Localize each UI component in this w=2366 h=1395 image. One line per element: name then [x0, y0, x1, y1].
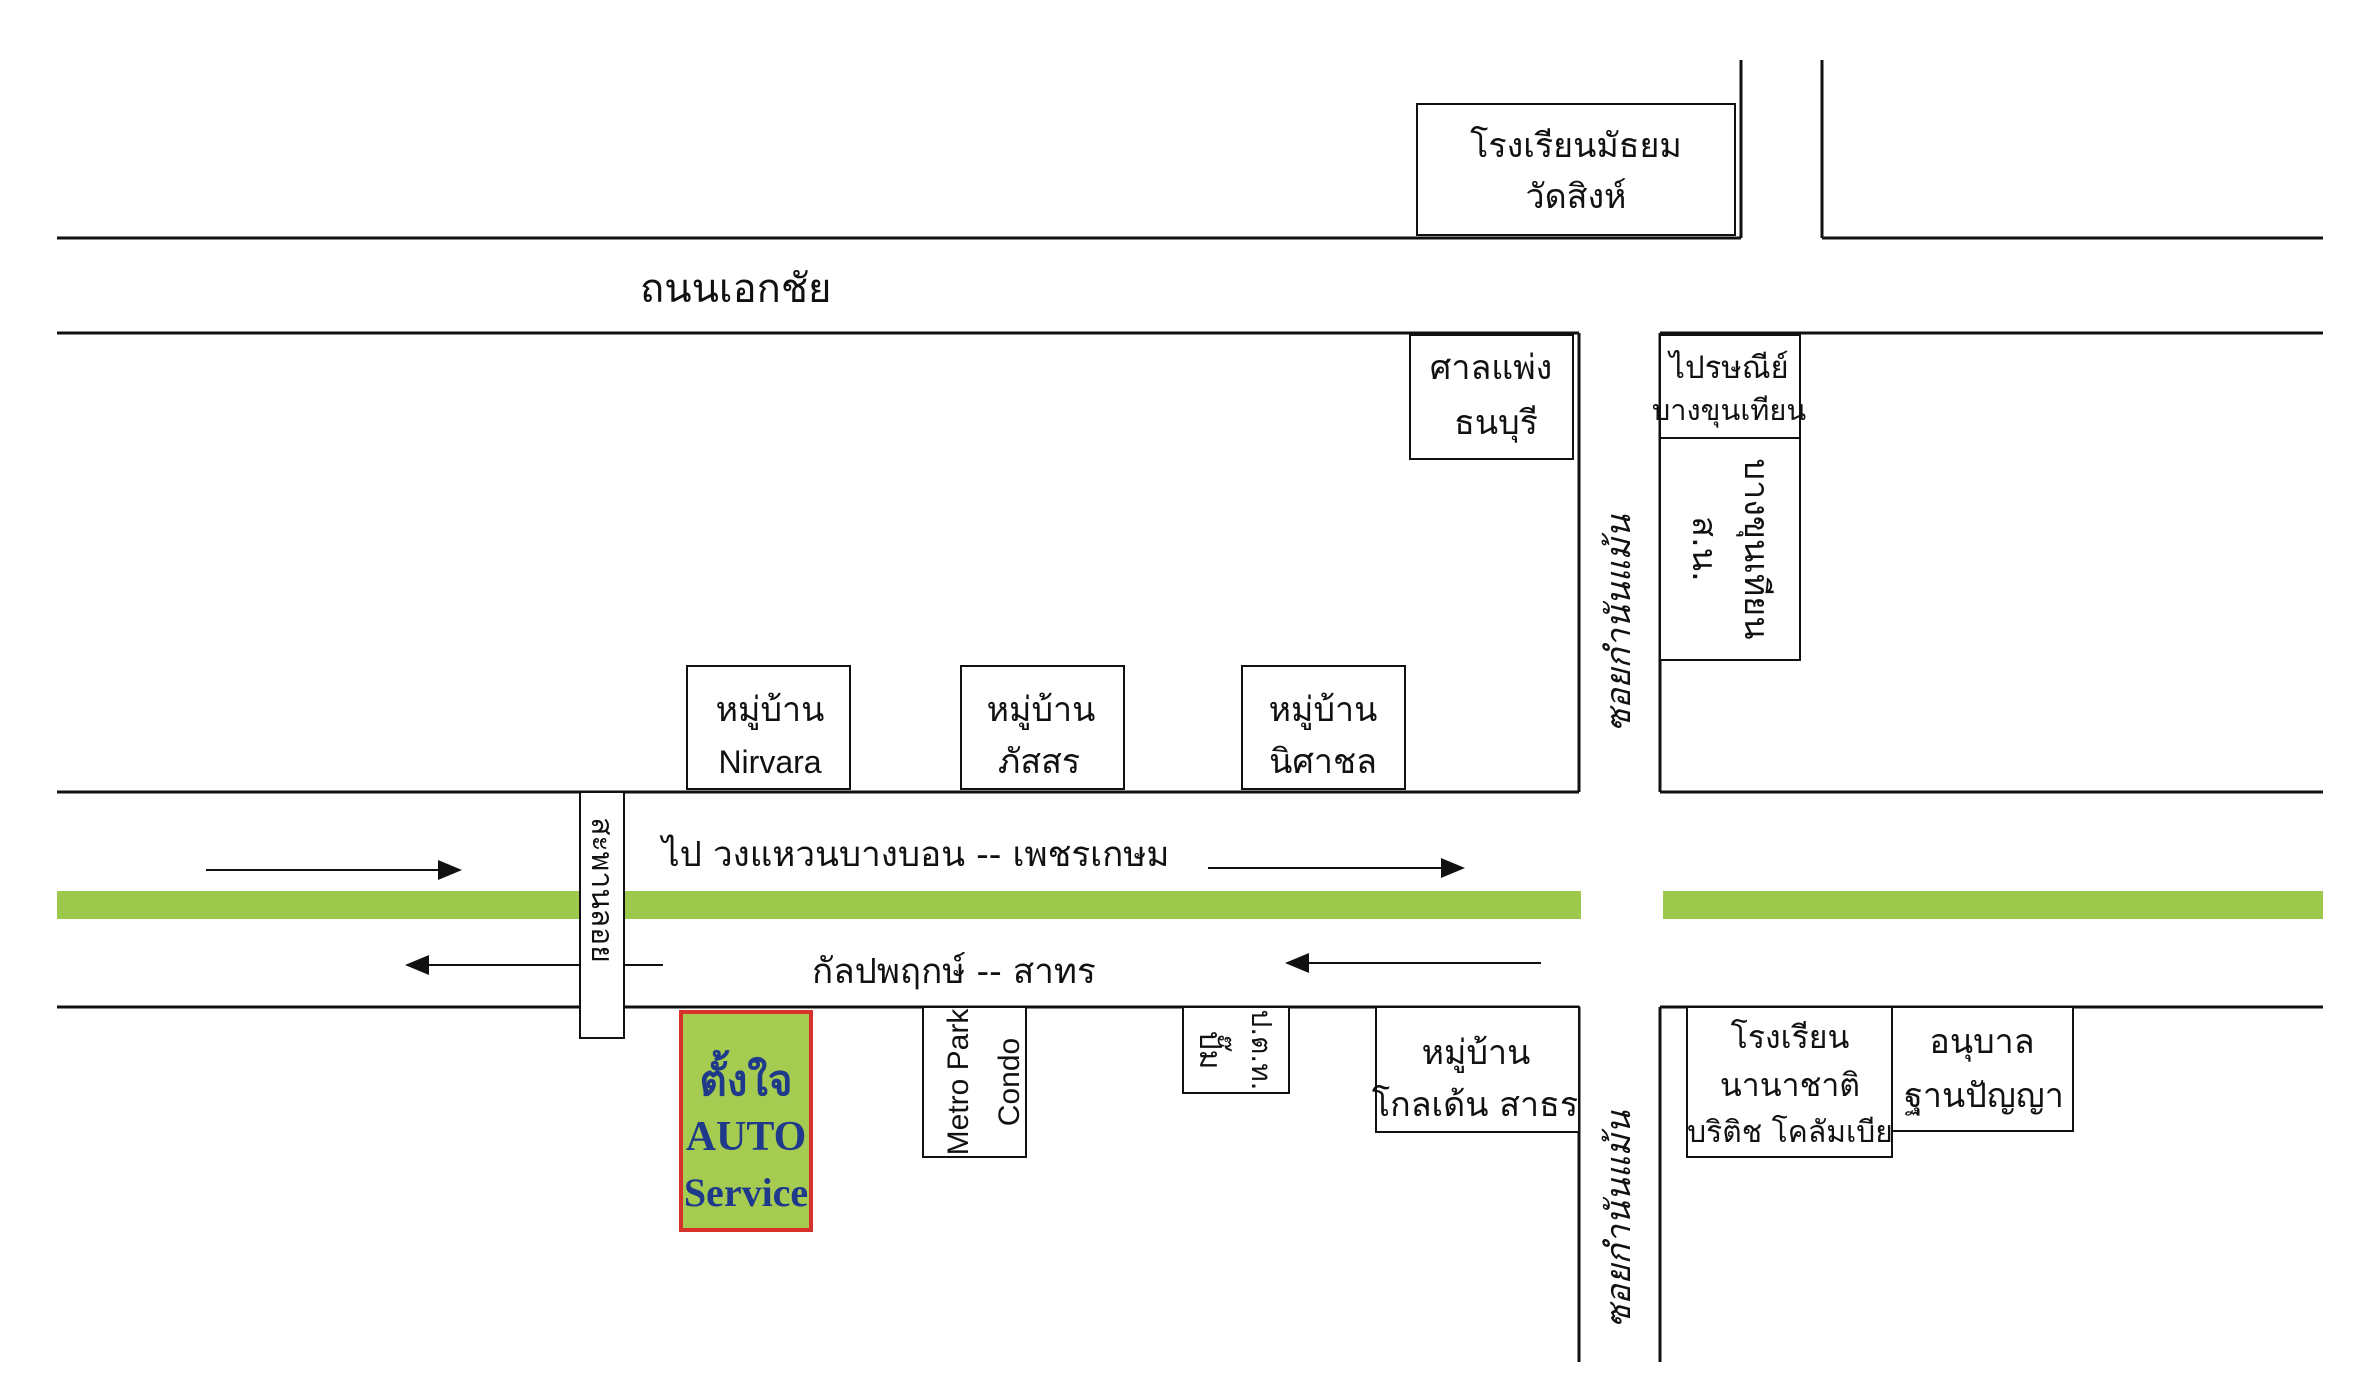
pedestrian-bridge-label: สะพานลอย — [584, 817, 619, 963]
ptt-station-line-2: ป.ต.ท. — [1245, 1009, 1278, 1090]
north-lane-label: ไป วงแหวนบางบอน -- เพชรเกษม — [659, 834, 1169, 875]
soi-kamnanmaen-label-south: ซอยกำนันแม้น — [1599, 1110, 1639, 1328]
landmark-ptt-station: ปั๊ม ป.ต.ท. — [1182, 1006, 1290, 1094]
destination-line-3: Service — [684, 1170, 808, 1215]
metro-park-line-2: Condo — [993, 1038, 1026, 1126]
soi-kamnanmaen-label-north: ซอยกำนันแม้น — [1599, 514, 1639, 732]
police-station-line-2: บางขุนเทียน — [1736, 459, 1776, 640]
landmark-metro-park-condo: Metro Park Condo — [922, 1006, 1027, 1158]
landmark-post-office: ไปรษณีย์ บางขุนเทียน — [1652, 334, 1807, 439]
village-golden-line-2: โกลเด้น สาธร — [1372, 1085, 1578, 1125]
landmark-village-nirvara: หมู่บ้าน Nirvara — [686, 665, 851, 790]
landmark-village-golden: หมู่บ้าน โกลเด้น สาธร — [1372, 1006, 1580, 1133]
median-strip-west — [57, 891, 1581, 919]
village-golden-line-1: หมู่บ้าน — [1422, 1033, 1531, 1073]
metro-park-line-1: Metro Park — [942, 1008, 975, 1156]
kindergarten-line-1: อนุบาล — [1929, 1022, 2034, 1062]
post-office-line-1: ไปรษณีย์ — [1666, 350, 1788, 386]
landmark-british-school: โรงเรียน นานาชาติ บริติช โคลัมเบีย — [1686, 1006, 1893, 1158]
landmark-village-nisachol: หมู่บ้าน นิศาชล — [1241, 665, 1406, 790]
ekkachai-road-label: ถนนเอกชัย — [640, 266, 831, 312]
landmark-school-watsing: โรงเรียนมัธยม วัดสิงห์ — [1416, 103, 1736, 236]
village-passorn-line-2: ภัสสร — [998, 742, 1080, 782]
median-strip-east — [1663, 891, 2323, 919]
village-passorn-line-1: หมู่บ้าน — [987, 690, 1096, 730]
landmark-kindergarten: อนุบาล ฐานปัญญา — [1891, 1006, 2074, 1132]
british-school-line-1: โรงเรียน — [1731, 1018, 1850, 1056]
landmark-pedestrian-bridge: สะพานลอย — [579, 791, 625, 1039]
destination-tangjai-auto-service[interactable]: ตั้งใจ AUTO Service — [679, 1010, 813, 1232]
british-school-line-2: นานาชาติ — [1720, 1066, 1860, 1104]
school-watsing-line-1: โรงเรียนมัธยม — [1470, 126, 1682, 166]
police-station-line-1: ส.น. — [1684, 516, 1724, 582]
village-nirvara-line-1: หมู่บ้าน — [716, 690, 825, 730]
british-school-line-3: บริติช โคลัมเบีย — [1687, 1114, 1893, 1150]
school-watsing-line-2: วัดสิงห์ — [1526, 177, 1627, 217]
destination-line-1: ตั้งใจ — [700, 1049, 793, 1105]
village-nisachol-line-2: นิศาชล — [1269, 742, 1377, 782]
destination-line-2: AUTO — [686, 1114, 807, 1160]
village-nisachol-line-1: หมู่บ้าน — [1269, 690, 1378, 730]
ptt-station-line-1: ปั๊ม — [1192, 1031, 1232, 1070]
landmark-village-passorn: หมู่บ้าน ภัสสร — [960, 665, 1125, 790]
destination-box[interactable] — [679, 1010, 813, 1232]
village-nirvara-line-2: Nirvara — [718, 744, 821, 780]
landmark-court-thonburi: ศาลแพ่ง ธนบุรี — [1409, 334, 1574, 460]
court-thonburi-line-2: ธนบุรี — [1454, 403, 1538, 443]
landmark-police-station: ส.น. บางขุนเทียน — [1659, 437, 1801, 661]
court-thonburi-line-1: ศาลแพ่ง — [1430, 348, 1552, 388]
kindergarten-line-2: ฐานปัญญา — [1904, 1076, 2064, 1116]
post-office-line-2: บางขุนเทียน — [1652, 393, 1807, 428]
south-lane-label: กัลปพฤกษ์ -- สาทร — [812, 952, 1096, 992]
